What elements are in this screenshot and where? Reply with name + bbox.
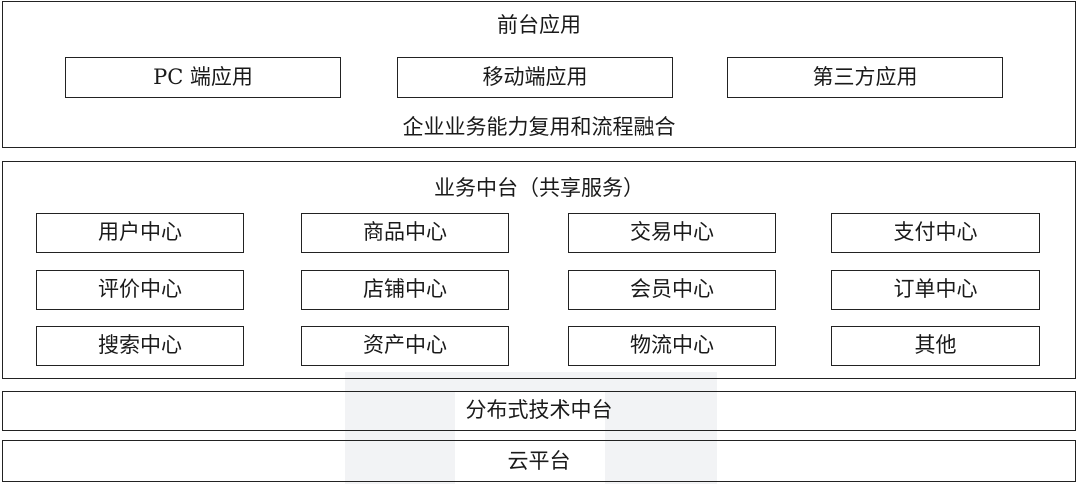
frontend-layer: 前台应用 PC 端应用 移动端应用 第三方应用 企业业务能力复用和流程融合 [2,1,1076,148]
background-watermark [345,372,717,484]
cloud-layer-title: 云平台 [507,449,571,473]
service-box-review: 评价中心 [36,270,244,310]
service-box-asset: 资产中心 [301,326,509,366]
service-box-store: 店铺中心 [301,270,509,310]
service-box-user: 用户中心 [36,213,244,253]
service-box-search: 搜索中心 [36,326,244,366]
business-middle-layer: 业务中台（共享服务） 用户中心 商品中心 交易中心 支付中心 评价中心 店铺中心… [2,161,1076,379]
tech-middle-layer: 分布式技术中台 [2,391,1076,431]
service-box-other: 其他 [831,326,1040,366]
app-box-third-party: 第三方应用 [727,57,1003,98]
app-box-mobile: 移动端应用 [397,57,673,98]
cloud-platform-layer: 云平台 [2,440,1076,482]
service-box-transaction: 交易中心 [568,213,776,253]
service-box-product: 商品中心 [301,213,509,253]
service-box-payment: 支付中心 [831,213,1040,253]
service-box-member: 会员中心 [568,270,776,310]
frontend-layer-subtitle: 企业业务能力复用和流程融合 [402,115,676,139]
middle-layer-title: 业务中台（共享服务） [434,176,644,200]
app-box-pc: PC 端应用 [65,57,341,98]
frontend-layer-title: 前台应用 [497,13,581,37]
service-box-order: 订单中心 [831,270,1040,310]
service-box-logistics: 物流中心 [568,326,776,366]
tech-layer-title: 分布式技术中台 [465,398,613,422]
